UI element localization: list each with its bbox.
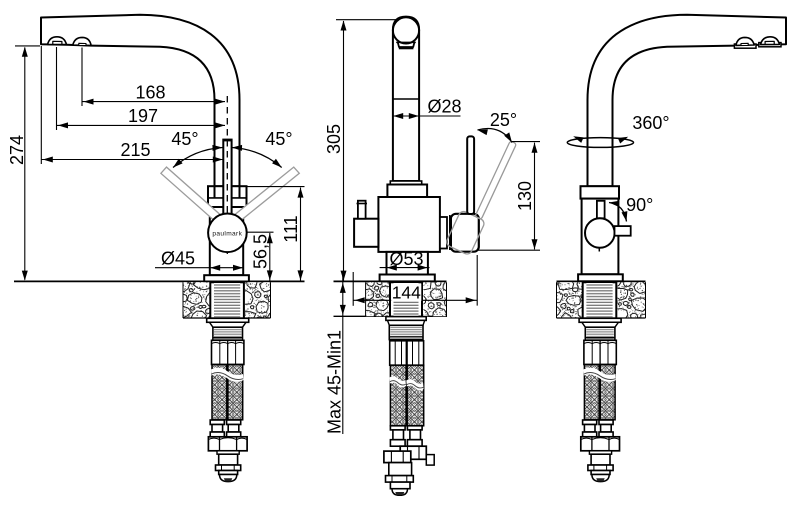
svg-text:45°: 45° (265, 129, 292, 149)
svg-text:111: 111 (281, 215, 301, 242)
svg-text:paulmark: paulmark (212, 230, 242, 237)
svg-text:Ø45: Ø45 (161, 249, 195, 269)
svg-text:168: 168 (135, 83, 165, 103)
svg-text:56,5: 56,5 (251, 234, 271, 269)
svg-text:130: 130 (515, 181, 535, 211)
svg-text:215: 215 (120, 140, 150, 160)
svg-text:360°: 360° (632, 113, 669, 133)
svg-text:Ø53: Ø53 (389, 249, 423, 269)
svg-text:Ø28: Ø28 (427, 97, 461, 117)
svg-text:144: 144 (392, 283, 421, 303)
svg-text:Max 45-Min1: Max 45-Min1 (325, 330, 345, 434)
svg-text:274: 274 (7, 135, 27, 165)
svg-text:305: 305 (324, 124, 344, 154)
svg-text:90°: 90° (626, 195, 653, 215)
svg-text:25°: 25° (490, 110, 517, 130)
svg-text:197: 197 (128, 106, 158, 126)
svg-text:45°: 45° (171, 129, 198, 149)
